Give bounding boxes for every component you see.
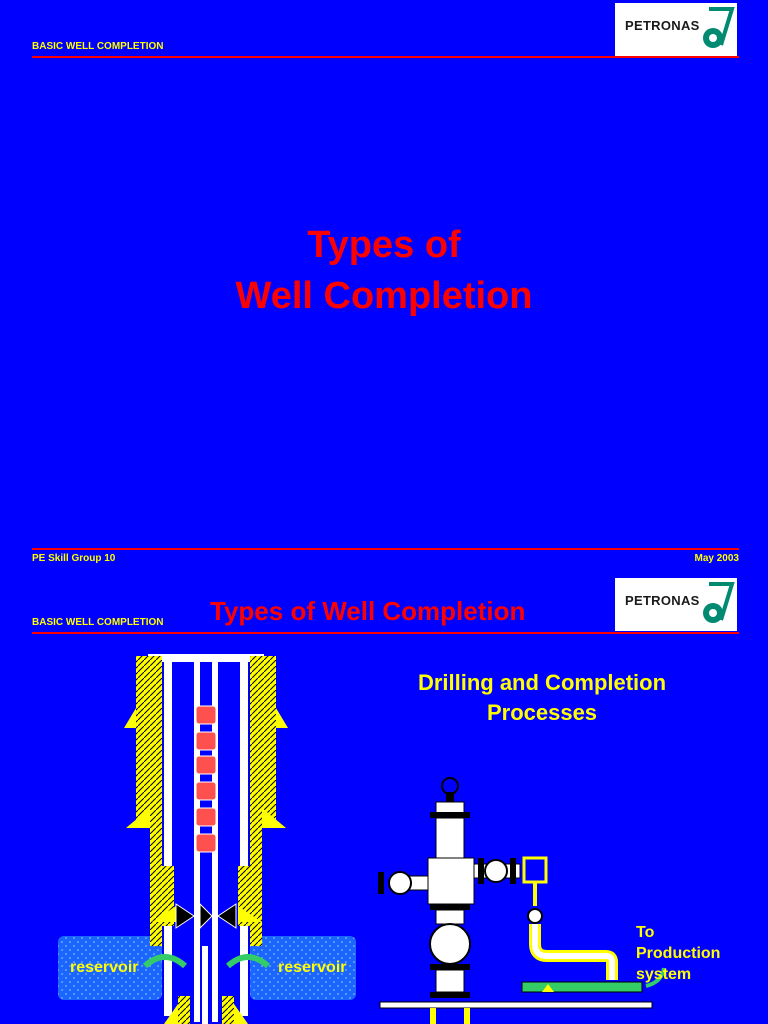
casing-right-outer: [262, 656, 276, 826]
christmas-tree-diagram: [378, 777, 666, 1024]
slide-title: Types of Well Completion: [210, 596, 526, 626]
production-label: To Production system: [636, 922, 720, 985]
footer-right: May 2003: [694, 553, 739, 564]
subtitle-line-1: Drilling and Completion: [417, 670, 667, 695]
subtitle-line-2: Processes: [486, 700, 598, 725]
reservoir-label-left: reservoir: [70, 959, 139, 976]
reservoir-zone-right: [250, 936, 356, 1000]
petronas-emblem-icon: [703, 582, 735, 623]
subtitle: Drilling and Completion Processes: [380, 668, 704, 728]
production-line-1: To: [636, 924, 655, 941]
wellhead-cap: [148, 654, 264, 662]
title-line-2: Well Completion: [235, 275, 533, 317]
slide-2: BASIC WELL COMPLETION PETRONAS Types of …: [0, 576, 768, 1024]
header-rule: [32, 56, 739, 58]
footer-left: PE Skill Group 10: [32, 553, 116, 564]
petronas-emblem-icon: [703, 7, 735, 48]
production-line-2: Production: [636, 945, 721, 962]
petronas-logo: PETRONAS: [615, 578, 737, 631]
production-line-3: system: [636, 966, 692, 983]
slide-1: BASIC WELL COMPLETION PETRONAS Types of …: [32, 3, 739, 564]
reservoir-label-right: reservoir: [278, 959, 347, 976]
logo-text: PETRONAS: [625, 593, 700, 608]
petronas-logo: PETRONAS: [615, 3, 737, 56]
header-label: BASIC WELL COMPLETION: [32, 41, 164, 52]
footer-rule: [32, 548, 739, 550]
casing-left-outer: [136, 656, 150, 826]
wellbore-diagram: [58, 654, 356, 1024]
header-label: BASIC WELL COMPLETION: [32, 617, 164, 628]
header-rule: [32, 632, 739, 634]
reservoir-zone-left: [58, 936, 162, 1000]
title-line-1: Types of: [307, 224, 461, 266]
logo-text: PETRONAS: [625, 18, 700, 33]
